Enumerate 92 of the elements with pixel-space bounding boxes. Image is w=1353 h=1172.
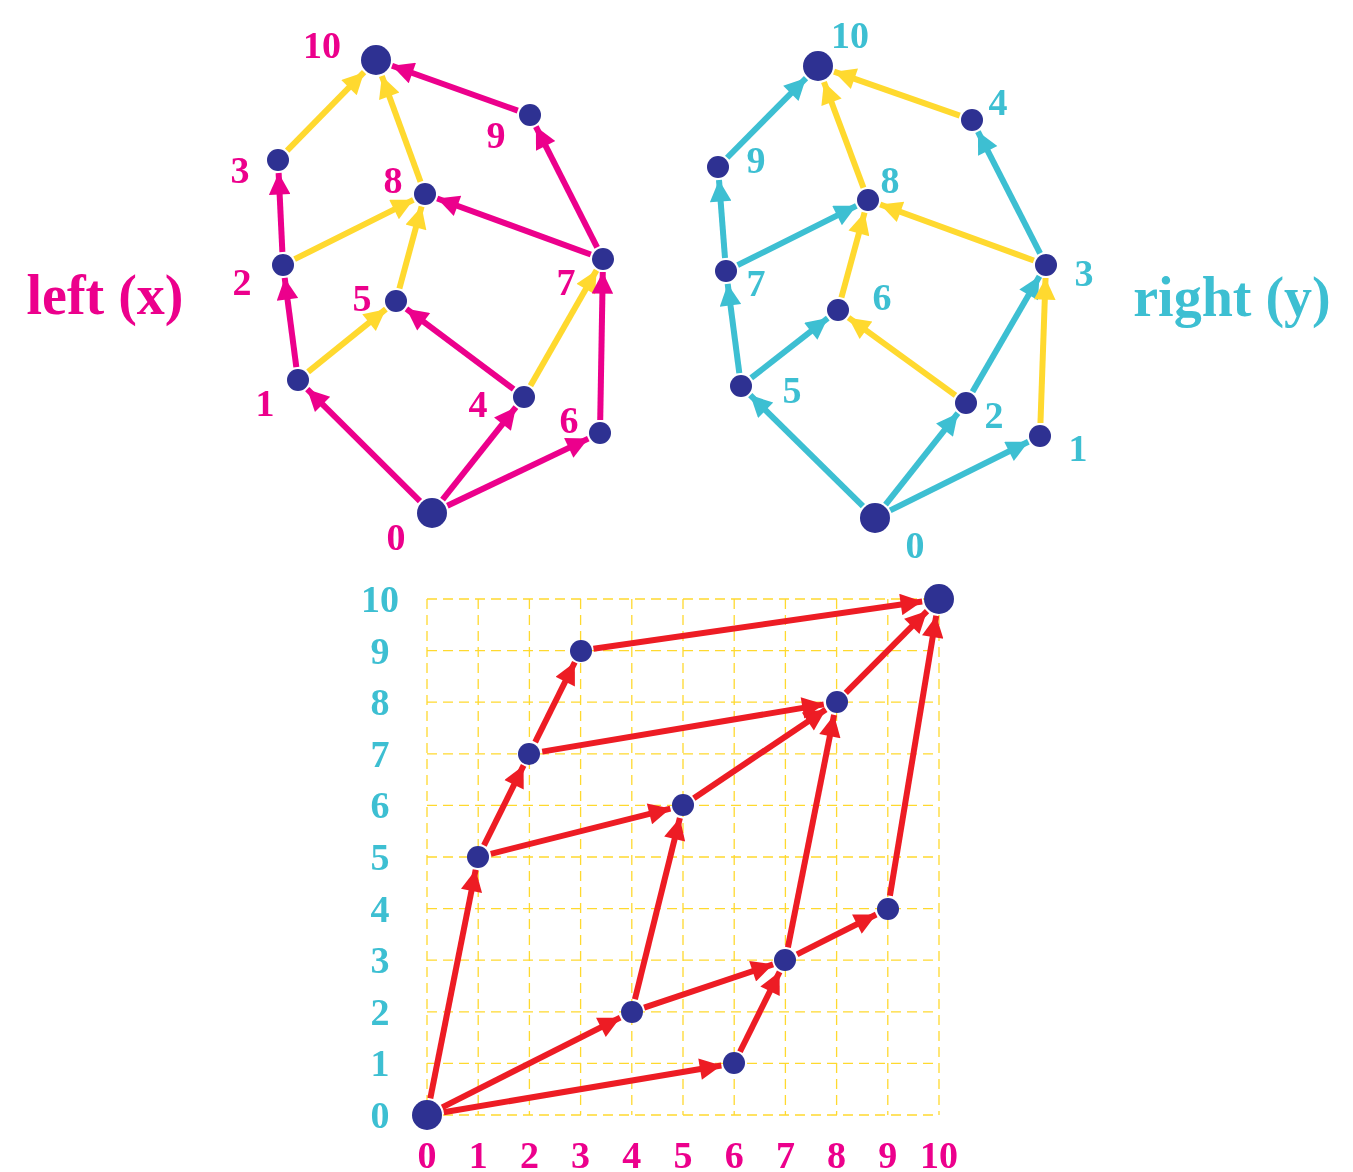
tick-label: 9 <box>878 1136 898 1172</box>
tick-label: 4 <box>370 889 390 928</box>
arrow <box>490 803 672 857</box>
arrow <box>886 615 944 897</box>
arrow <box>293 197 415 262</box>
tick-label: 0 <box>417 1136 437 1172</box>
tick-label: 8 <box>370 683 390 722</box>
arrow <box>481 764 527 847</box>
vertex-number: 2 <box>984 396 1004 434</box>
arrow <box>879 201 1035 264</box>
arrow <box>443 1058 722 1116</box>
arrow <box>969 274 1043 394</box>
vertex-number: 4 <box>988 83 1008 121</box>
arrow <box>284 70 367 153</box>
vertex-number: 10 <box>303 26 341 64</box>
arrow <box>975 130 1043 255</box>
arrow <box>838 211 870 299</box>
arrow <box>725 75 809 160</box>
arrow <box>883 411 961 507</box>
arrow <box>821 80 867 189</box>
vertex-number: 7 <box>746 264 766 302</box>
vertex-number: 6 <box>872 278 892 316</box>
arrow <box>846 315 958 398</box>
arrow <box>591 271 614 421</box>
tick-label: 8 <box>827 1136 847 1172</box>
arrow <box>833 68 961 119</box>
arrow <box>795 911 878 958</box>
arrow <box>446 435 590 509</box>
arrow <box>709 179 732 259</box>
tick-label: 10 <box>361 580 399 618</box>
arrow <box>785 714 841 949</box>
vertex-number: 0 <box>386 518 406 556</box>
vertex-number: 6 <box>559 401 579 439</box>
arrow <box>533 125 600 249</box>
vertex-number: 9 <box>746 141 766 179</box>
arrow <box>440 1014 622 1111</box>
vertex-number: 8 <box>880 161 900 199</box>
tick-label: 6 <box>370 786 390 825</box>
arrow <box>396 205 427 290</box>
arrow <box>527 268 600 388</box>
arrow <box>749 315 830 381</box>
tick-label: 7 <box>775 1136 795 1172</box>
tick-label: 1 <box>468 1136 488 1172</box>
tick-label: 5 <box>673 1136 693 1172</box>
vertex-number: 0 <box>905 526 925 564</box>
vertex-number: 9 <box>486 116 506 154</box>
arrow <box>404 306 516 392</box>
arrow <box>532 660 578 744</box>
tick-label: 1 <box>370 1044 390 1083</box>
arrow <box>268 172 291 253</box>
vertex-number: 8 <box>383 161 403 199</box>
tick-label: 3 <box>370 941 390 980</box>
arrow <box>305 387 423 504</box>
arrow <box>736 203 858 268</box>
tick-label: 6 <box>724 1136 744 1172</box>
arrow <box>306 306 388 375</box>
vertex-number: 5 <box>352 279 372 317</box>
arrow <box>593 593 923 652</box>
vertex-number: 4 <box>468 385 488 423</box>
vertex-number: 7 <box>556 263 576 301</box>
tick-label: 5 <box>370 838 390 876</box>
vertex-number: 10 <box>831 16 869 54</box>
tick-label: 9 <box>370 631 390 670</box>
tick-label: 7 <box>370 734 390 773</box>
arrow <box>379 74 424 183</box>
tick-label: 2 <box>519 1136 539 1172</box>
arrow <box>541 697 825 755</box>
arrow <box>643 961 775 1011</box>
vertex-number: 2 <box>232 263 252 301</box>
arrow <box>888 439 1030 514</box>
arrow <box>843 608 930 696</box>
vertex-number: 5 <box>782 371 802 409</box>
arrow <box>276 277 300 368</box>
tick-label: 0 <box>370 1096 390 1134</box>
tick-label: 3 <box>571 1136 591 1172</box>
vertex-number: 3 <box>230 151 250 189</box>
tick-label: 2 <box>370 992 390 1031</box>
arrow <box>436 195 592 258</box>
vertex-number: 1 <box>1068 429 1088 467</box>
vertex-number: 1 <box>255 384 275 422</box>
arrow <box>427 869 483 1099</box>
arrow <box>692 706 828 801</box>
arrow <box>719 283 743 374</box>
arrow <box>748 393 865 509</box>
tick-label: 4 <box>622 1136 642 1172</box>
arrow <box>737 970 783 1054</box>
arrow <box>440 405 519 502</box>
arrow <box>632 817 686 1000</box>
tick-label: 10 <box>920 1136 958 1172</box>
arrow <box>391 62 519 114</box>
vertex-number: 3 <box>1074 254 1094 292</box>
arrow <box>1034 277 1056 424</box>
